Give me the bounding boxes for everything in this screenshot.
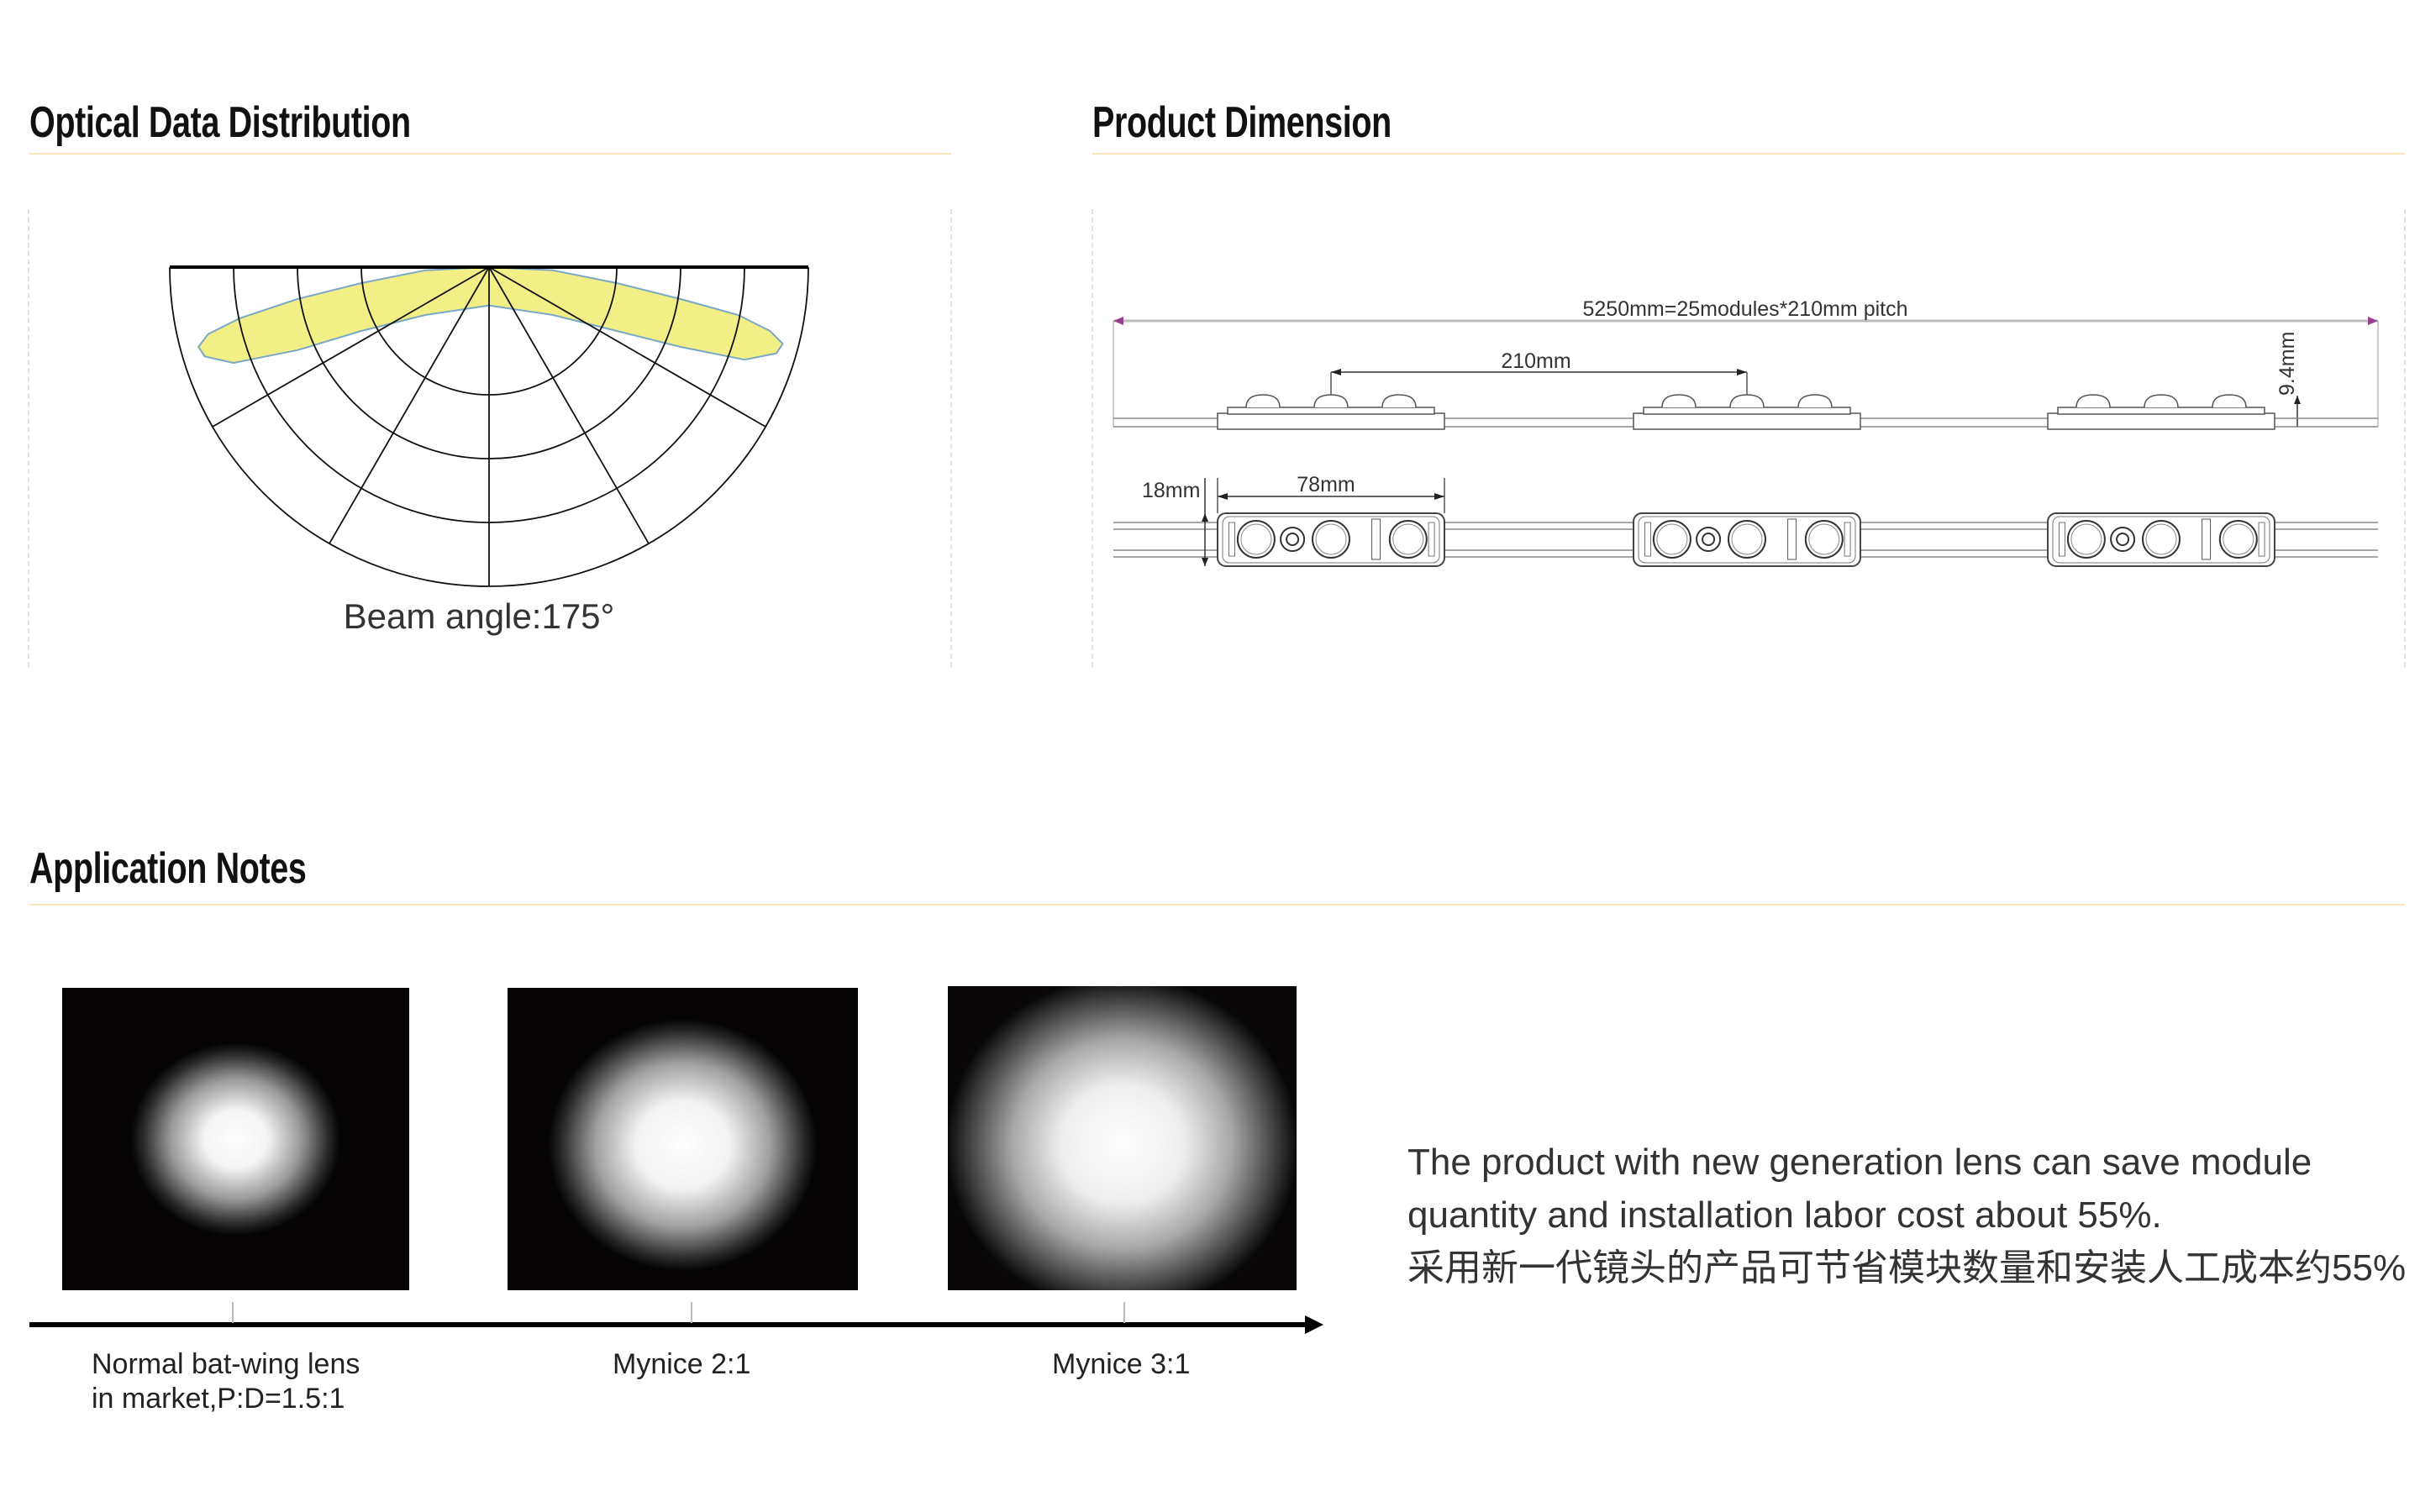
- polar-grid-radial: [488, 266, 766, 428]
- led-dome: [1797, 394, 1833, 408]
- optical-data-heading: Optical Data Distribution: [29, 98, 411, 147]
- module-side-view: [1633, 394, 1861, 430]
- heading-divider: [29, 904, 2405, 906]
- light-spot-image-batwing: [62, 988, 409, 1290]
- voltage-marking: [2258, 522, 2265, 557]
- led-dome: [2212, 394, 2247, 408]
- note-english-line-1: The product with new generation lens can…: [1407, 1142, 2312, 1183]
- heading-divider: [29, 153, 951, 155]
- application-notes-heading: Application Notes: [29, 844, 307, 893]
- led-lens: [1388, 520, 1428, 559]
- center-screw: [1280, 527, 1306, 552]
- height-label: 9.4mm: [2275, 332, 2299, 396]
- beam-angle-label: Beam angle:175°: [343, 596, 615, 636]
- note-english-line-2: quantity and installation labor cost abo…: [1407, 1194, 2162, 1236]
- led-dome: [1313, 394, 1349, 408]
- led-dome: [1661, 394, 1697, 408]
- voltage-marking: [1844, 522, 1851, 557]
- voltage-marking: [2059, 522, 2065, 557]
- note-chinese: 采用新一代镜头的产品可节省模块数量和安装人工成本约55%: [1407, 1247, 2407, 1289]
- led-dome: [1381, 394, 1417, 408]
- led-dome: [1245, 394, 1281, 408]
- total-length-label: 5250mm=25modules*210mm pitch: [1582, 297, 1907, 321]
- arrow-right-icon: [2368, 317, 2378, 325]
- center-screw: [1696, 527, 1722, 552]
- panel-border: [950, 209, 952, 667]
- led-dome: [2144, 394, 2179, 408]
- polar-grid-radial: [212, 266, 490, 428]
- panel-border: [28, 209, 29, 667]
- comparison-timeline: [29, 1302, 1323, 1334]
- module-side-view: [2047, 394, 2275, 430]
- light-spot-image-mynice-2-1: [508, 988, 858, 1290]
- led-lens: [2066, 520, 2106, 559]
- led-lens: [1236, 520, 1276, 559]
- led-lens: [1728, 520, 1766, 559]
- dimension-drawing: 5250mm=25modules*210mm pitch 210mm 9.4mm…: [1113, 297, 2379, 567]
- module-top-view: [2047, 512, 2275, 567]
- voltage-marking: [1228, 522, 1235, 557]
- led-lens: [1652, 520, 1691, 559]
- application-note: The product with new generation lens can…: [1407, 1136, 2406, 1294]
- label-line: Normal bat-wing lens: [92, 1348, 360, 1380]
- heading-divider: [1092, 153, 2405, 155]
- sample-label-mynice-2-1: Mynice 2:1: [613, 1348, 751, 1380]
- brand-marking: [2202, 518, 2212, 560]
- arrow-right-icon: [1305, 1315, 1323, 1334]
- led-dome: [1729, 394, 1765, 408]
- product-dimension-heading: Product Dimension: [1092, 98, 1392, 147]
- light-distribution-lobe: [197, 266, 784, 364]
- led-dome: [2075, 394, 2111, 408]
- sample-label-batwing: Normal bat-wing lens in market,P:D=1.5:1: [92, 1347, 360, 1416]
- module-top-view: [1633, 512, 1861, 567]
- pitch-label: 210mm: [1501, 349, 1570, 373]
- polar-grid-radial: [488, 266, 650, 544]
- brand-marking: [1787, 518, 1797, 560]
- led-lens: [2218, 520, 2258, 559]
- led-lens: [2142, 520, 2181, 559]
- polar-light-distribution-diagram: [169, 265, 809, 587]
- panel-border: [2404, 209, 2406, 667]
- module-top-view: [1217, 512, 1445, 567]
- label-line: in market,P:D=1.5:1: [92, 1383, 345, 1415]
- voltage-marking: [1644, 522, 1651, 557]
- brand-marking: [1371, 518, 1381, 560]
- module-width-label: 18mm: [1142, 479, 1200, 502]
- arrow-left-icon: [1113, 317, 1123, 325]
- center-screw: [2110, 527, 2136, 552]
- panel-border: [1092, 209, 1093, 667]
- led-lens: [1804, 520, 1844, 559]
- voltage-marking: [1428, 522, 1435, 557]
- led-lens: [1312, 520, 1350, 559]
- light-spot-image-mynice-3-1: [948, 986, 1297, 1290]
- module-side-view: [1217, 394, 1445, 430]
- polar-grid-radial: [329, 266, 490, 544]
- module-length-label: 78mm: [1297, 473, 1355, 496]
- sample-label-mynice-3-1: Mynice 3:1: [1052, 1348, 1191, 1380]
